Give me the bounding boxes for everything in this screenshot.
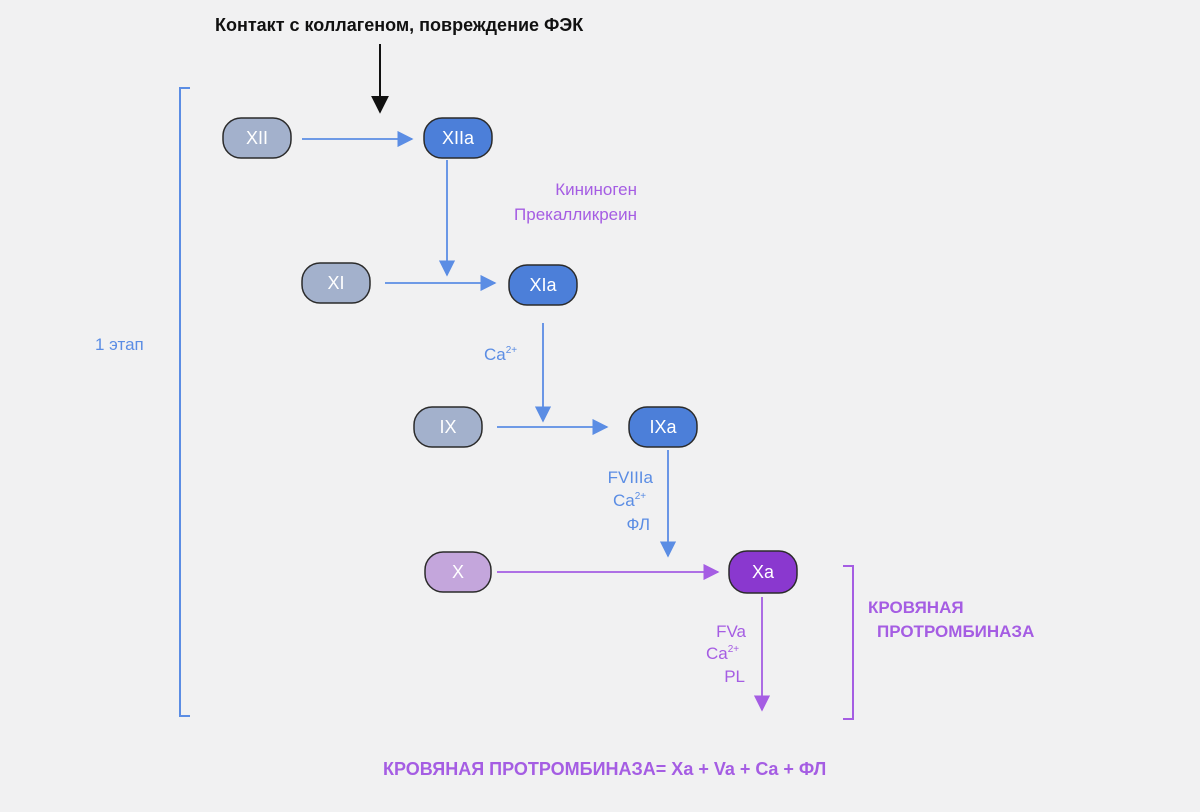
cofactor-calcium-3: Ca2+	[706, 644, 739, 663]
cofactor-pl: PL	[724, 667, 745, 686]
node-xii: XII	[222, 117, 292, 159]
prothrombinase-label-line1: КРОВЯНАЯ	[868, 598, 964, 617]
node-xa: Xa	[728, 550, 798, 594]
cofactor-prekallikrein: Прекалликреин	[514, 205, 637, 224]
cofactor-fl: ФЛ	[626, 515, 650, 534]
stage-bracket	[179, 87, 190, 717]
cofactor-calcium-1: Ca2+	[484, 345, 517, 364]
node-xi: XI	[301, 262, 371, 304]
cofactor-fviiia: FVIIIa	[608, 468, 654, 487]
stage-label: 1 этап	[95, 335, 144, 354]
svg-text:XIa: XIa	[529, 275, 557, 295]
node-x: X	[424, 551, 492, 593]
svg-text:IXa: IXa	[649, 417, 677, 437]
node-ix: IX	[413, 406, 483, 448]
cofactor-calcium-2: Ca2+	[613, 491, 646, 510]
cofactor-kininogen: Кининоген	[555, 180, 637, 199]
svg-text:Xa: Xa	[752, 562, 775, 582]
svg-text:XII: XII	[246, 128, 268, 148]
cofactor-fva: FVa	[716, 622, 746, 641]
prothrombinase-label-line2: ПРОТРОМБИНАЗА	[877, 622, 1034, 641]
node-xiia: XIIa	[423, 117, 493, 159]
prothrombinase-bracket	[843, 565, 854, 720]
node-ixa: IXa	[628, 406, 698, 448]
prothrombinase-formula: КРОВЯНАЯ ПРОТРОМБИНАЗА= Xa + Va + Ca + Ф…	[383, 759, 826, 779]
trigger-text: Контакт с коллагеном, повреждение ФЭК	[215, 15, 584, 35]
svg-text:XI: XI	[327, 273, 344, 293]
svg-text:XIIa: XIIa	[442, 128, 475, 148]
node-xia: XIa	[508, 264, 578, 306]
svg-text:X: X	[452, 562, 464, 582]
svg-text:IX: IX	[439, 417, 456, 437]
